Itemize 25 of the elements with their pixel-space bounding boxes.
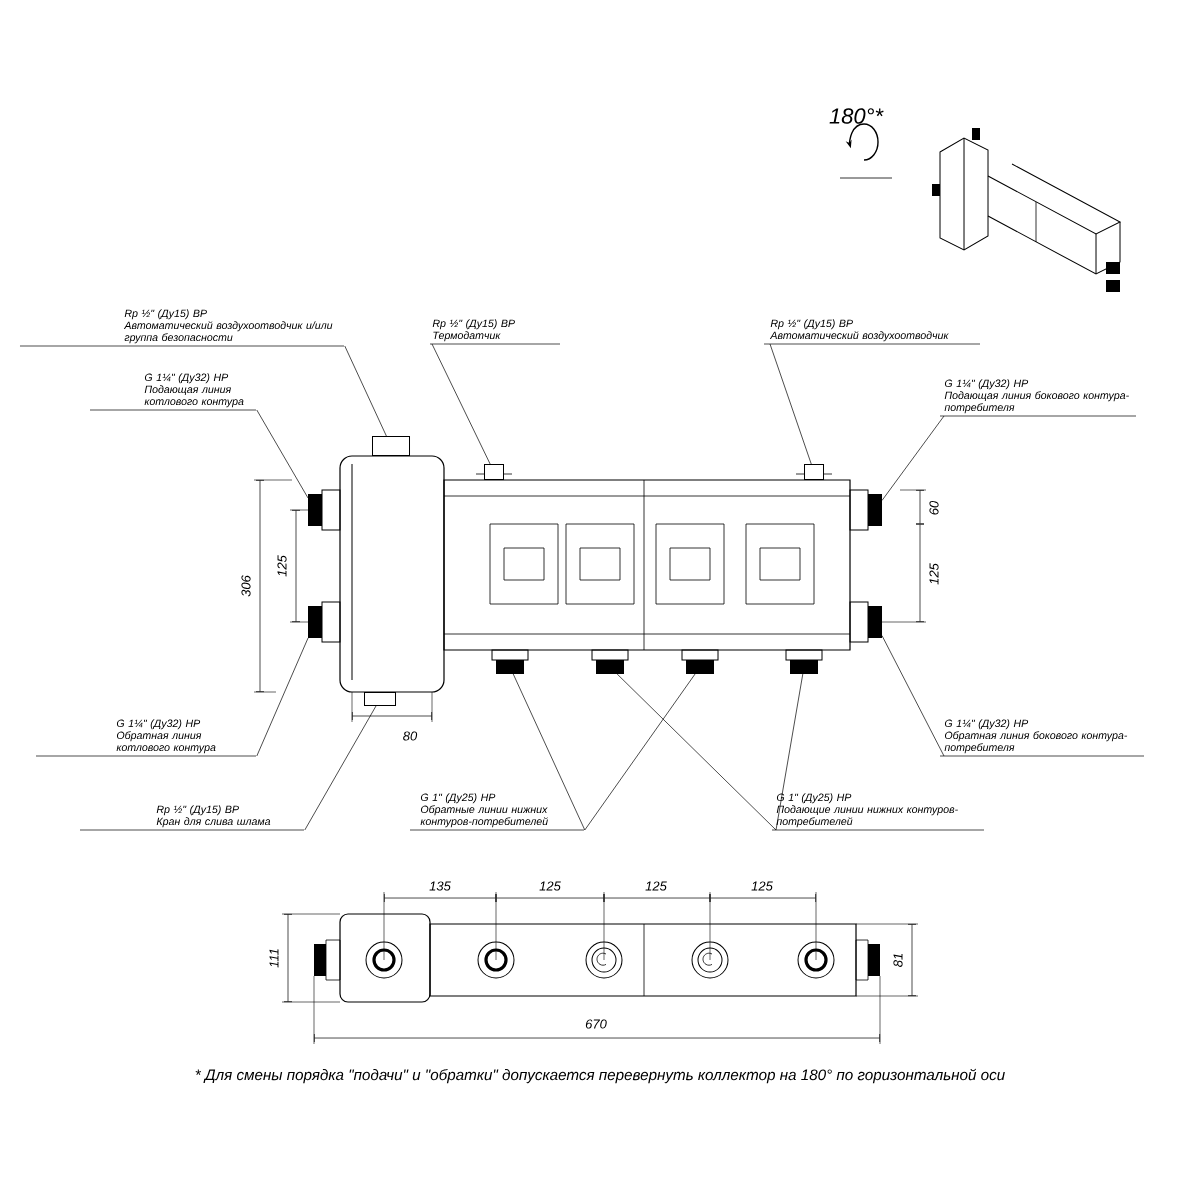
thread-fitting bbox=[686, 660, 714, 674]
leader-line bbox=[584, 673, 696, 831]
leader-line bbox=[616, 673, 777, 831]
thread-fitting bbox=[868, 606, 882, 638]
leader-line bbox=[881, 415, 945, 501]
leader-line bbox=[881, 635, 945, 757]
thread-fitting bbox=[868, 494, 882, 526]
thread-fitting bbox=[790, 660, 818, 674]
leader-line bbox=[769, 343, 812, 465]
thread-fitting bbox=[308, 606, 322, 638]
leader-line bbox=[512, 673, 586, 831]
pipe-fitting bbox=[804, 464, 824, 480]
pipe-fitting bbox=[364, 692, 396, 706]
thread-fitting bbox=[596, 660, 624, 674]
leader-line bbox=[304, 705, 377, 831]
thread-fitting bbox=[308, 494, 322, 526]
leader-line bbox=[344, 345, 387, 437]
pipe-fitting bbox=[372, 436, 410, 456]
pipe-fitting bbox=[484, 464, 504, 480]
thread-fitting bbox=[496, 660, 524, 674]
leader-line bbox=[256, 637, 309, 757]
angle-label: 180°* bbox=[829, 108, 884, 124]
leader-line bbox=[256, 409, 309, 499]
leader-line bbox=[775, 673, 804, 831]
leader-line bbox=[431, 343, 491, 465]
